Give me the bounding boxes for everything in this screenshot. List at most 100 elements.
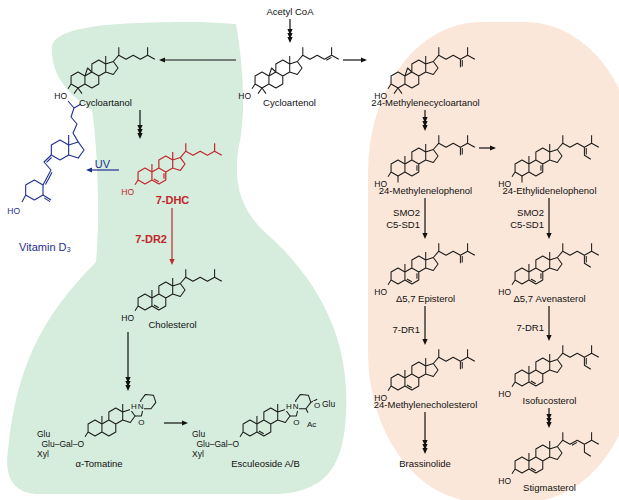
atom-label-anchor: HO xyxy=(374,388,387,404)
compound-node: Acetyl CoA xyxy=(262,3,318,18)
atom-label-anchor: HO xyxy=(7,201,20,217)
molecule-structure xyxy=(388,349,475,391)
arrow-line xyxy=(127,332,128,379)
atom-label-anchor: HO xyxy=(498,174,511,190)
enzyme-label-anchor: 7-DR1 xyxy=(393,320,420,336)
atom-label-anchor: Xyl xyxy=(192,444,204,460)
arrow-head xyxy=(125,377,130,383)
compound-name: Brassinolide xyxy=(399,458,451,470)
molecule-structure xyxy=(388,47,475,93)
arrow-line xyxy=(424,306,425,341)
atom-label-anchor: Xyl xyxy=(37,444,49,460)
atom-label-anchor: HO xyxy=(121,182,134,198)
atom-label: HO xyxy=(238,91,251,101)
compound-name: 24-Ethylidenelophenol xyxy=(502,185,596,197)
compound-name: 7-DHC xyxy=(156,193,190,207)
enzyme-label: 7-DR1 xyxy=(393,324,420,335)
atom-label: Xyl xyxy=(192,449,204,459)
arrow-line xyxy=(343,59,363,60)
atom-label: Glu xyxy=(37,429,50,439)
compound-name: Cycloartenol xyxy=(263,97,316,109)
compound-node: Δ5,7 Episterol xyxy=(373,240,478,305)
compound-name: Vitamin D₃ xyxy=(19,240,71,254)
atom-label: HO xyxy=(374,287,387,297)
atom-label: HO xyxy=(121,187,134,197)
compound-name: α-Tomatine xyxy=(75,458,122,470)
arrow-head xyxy=(546,335,551,341)
atom-label-anchor: N xyxy=(292,396,300,412)
arrow-head xyxy=(422,440,427,446)
molecule-structure xyxy=(512,432,599,474)
reaction-arrow xyxy=(287,19,292,43)
molecule-structure xyxy=(388,135,475,182)
arrow-head xyxy=(422,339,427,345)
reaction-arrow xyxy=(159,57,236,62)
compound-name: Esculeoside A/B xyxy=(231,458,300,470)
compound-name: Δ5,7 Avenasterol xyxy=(513,293,585,305)
arrow-line xyxy=(424,412,425,442)
arrow-line xyxy=(548,198,549,235)
enzyme-label-anchor: SMO2 C5-SD1 xyxy=(378,207,420,230)
compound-name: Stigmasterol xyxy=(523,482,576,494)
compound-name: 24-Methylenecholesterol xyxy=(374,399,478,411)
atom-label-anchor: HO xyxy=(374,86,387,102)
atom-label-anchor: Glu–Gal–O xyxy=(41,434,84,450)
compound-name: Δ5,7 Episterol xyxy=(396,293,455,305)
arrow-head xyxy=(546,414,551,420)
arrow-line xyxy=(164,422,184,423)
atom-label-anchor: HO xyxy=(374,174,387,190)
compound-node: 24-Methylenelophenol xyxy=(373,132,478,197)
arrow-head xyxy=(169,259,174,265)
compound-node: Vitamin D₃ xyxy=(5,98,85,254)
reaction-arrow xyxy=(164,420,188,425)
atom-label-anchor: HO xyxy=(498,282,511,298)
atom-label: HO xyxy=(498,389,511,399)
atom-label-anchor: HO xyxy=(54,86,67,102)
atom-label-anchor: Ac xyxy=(306,414,317,430)
atom-label: O xyxy=(313,401,321,410)
reaction-arrow xyxy=(422,306,427,345)
molecule-structure xyxy=(135,269,222,311)
compound-node: 7-DHC xyxy=(120,140,225,207)
arrow-head xyxy=(182,420,188,425)
arrow-head xyxy=(159,57,165,62)
compound-name: Cycloartanol xyxy=(79,97,132,109)
reaction-arrow xyxy=(343,57,367,62)
arrow-head xyxy=(361,57,367,62)
enzyme-label: UV xyxy=(95,158,110,171)
atom-label: Glu–Gal–O xyxy=(196,439,239,449)
compound-node: Brassinolide xyxy=(395,455,455,470)
compound-name: 24-Methylenelophenol xyxy=(379,185,472,197)
atom-label-anchor: Glu xyxy=(192,424,205,440)
enzyme-label: 7-DR2 xyxy=(135,233,167,246)
compound-name: Cholesterol xyxy=(148,319,196,331)
molecule-structure xyxy=(68,47,155,93)
atom-label: O xyxy=(292,418,300,427)
molecule-structure xyxy=(388,243,475,285)
atom-label: HO xyxy=(374,91,387,101)
atom-label: O xyxy=(137,418,145,427)
enzyme-label-anchor: 7-DR1 xyxy=(517,318,544,334)
enzyme-label: SMO2 C5-SD1 xyxy=(502,207,544,230)
enzyme-label: SMO2 C5-SD1 xyxy=(378,207,420,230)
reaction-arrow xyxy=(125,332,130,391)
plant-pathway-region xyxy=(368,22,619,500)
atom-label-anchor: Glu–Gal–O xyxy=(196,434,239,450)
arrow-head xyxy=(422,117,427,123)
atom-label-anchor: Glu xyxy=(37,424,50,440)
animal-pathway-region xyxy=(7,22,346,494)
atom-label: HO xyxy=(498,287,511,297)
atom-label-anchor: HO xyxy=(498,471,511,487)
molecule-structure xyxy=(85,394,156,436)
atom-label: Glu–Gal–O xyxy=(41,439,84,449)
atom-label-anchor: HO xyxy=(498,384,511,400)
compound-name: Acetyl CoA xyxy=(267,6,314,18)
reaction-arrow xyxy=(479,145,496,150)
enzyme-label-anchor: UV xyxy=(95,155,110,171)
arrow-head xyxy=(86,167,92,172)
atom-label: HO xyxy=(498,179,511,189)
atom-label-anchor: HO xyxy=(374,282,387,298)
atom-label: HO xyxy=(374,179,387,189)
arrow-line xyxy=(548,306,549,337)
